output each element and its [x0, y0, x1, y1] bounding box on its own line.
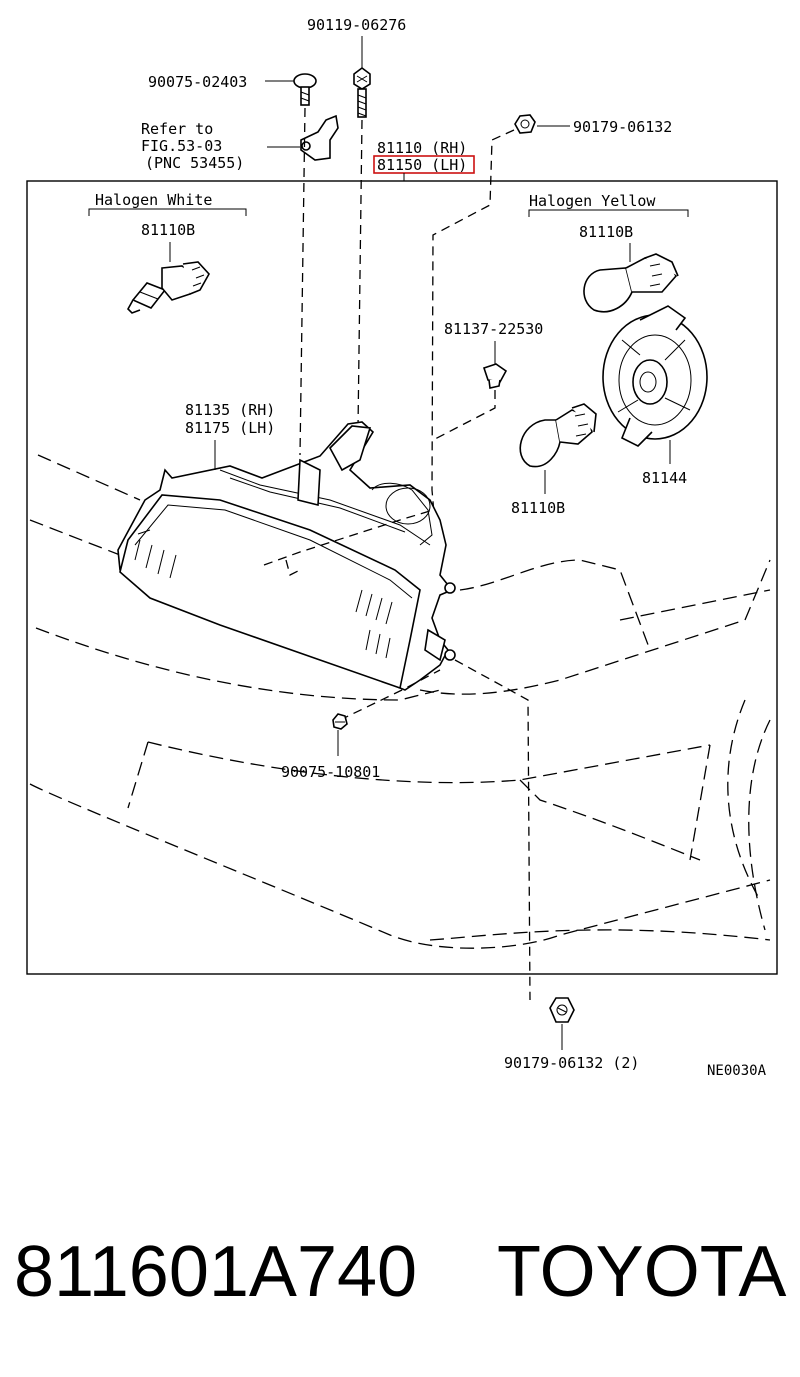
group-label-white: Halogen White [95, 191, 212, 209]
refer-line-1: Refer to [141, 120, 213, 138]
callout-assy-rh: 81110 (RH) [377, 139, 467, 157]
drawing-code: NE0030A [707, 1063, 767, 1079]
callout-housing-rh: 81135 (RH) [185, 401, 275, 419]
callout-bulb-white: 81110B [141, 221, 195, 239]
clip-bottom-icon [549, 997, 575, 1023]
bulb-yellow-icon [583, 253, 679, 313]
footer-brand: TOYOTA [497, 1232, 786, 1312]
callout-bolt-lower: 90075-10801 [281, 763, 380, 781]
callout-clip-top-right: 90179-06132 [573, 118, 672, 136]
clip-mid-icon [482, 363, 508, 389]
socket-cover-icon [602, 305, 708, 447]
bulb-white-icon [127, 261, 210, 314]
highlight-box [373, 155, 475, 174]
callout-screw-top: 90119-06276 [307, 16, 406, 34]
callout-bulb-lower: 81110B [511, 499, 565, 517]
headlamp-assembly-icon [117, 421, 456, 691]
clip-nut-icon [514, 114, 536, 134]
callout-clip-bottom: 90179-06132 (2) [504, 1054, 639, 1072]
mount-bracket-icon [300, 114, 339, 161]
callout-screw-left: 90075-02403 [148, 73, 247, 91]
diagram-frame [26, 180, 778, 975]
callout-bulb-yellow: 81110B [579, 223, 633, 241]
bulb-lower-icon [519, 403, 597, 468]
callout-assy-lh: 81150 (LH) [377, 156, 467, 174]
screw-top-icon [353, 67, 371, 118]
group-label-yellow: Halogen Yellow [529, 192, 656, 210]
refer-line-3: (PNC 53455) [145, 154, 244, 172]
bolt-lower-icon [332, 713, 348, 730]
callout-housing-lh: 81175 (LH) [185, 419, 275, 437]
refer-line-2: FIG.53-03 [141, 137, 222, 155]
callout-clip-mid: 81137-22530 [444, 320, 543, 338]
footer-part-number: 811601A740 [14, 1232, 417, 1312]
screw-left-icon [293, 73, 317, 106]
callout-socket-cover: 81144 [642, 469, 687, 487]
